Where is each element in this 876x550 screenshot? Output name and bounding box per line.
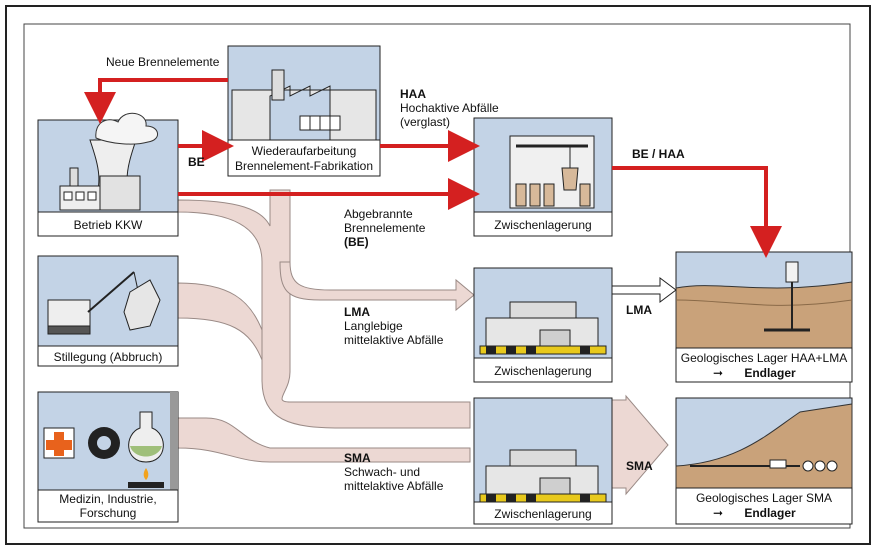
arrow-neue-brennelemente	[84, 78, 228, 124]
zwischen-haa-label: Zwischenlagerung	[494, 218, 591, 232]
zwischen-sma-label: Zwischenlagerung	[494, 507, 591, 521]
abgebrannte-label-2: Brennelemente	[344, 221, 426, 235]
crane-grab-icon	[561, 167, 579, 191]
lma-label-2: mittelaktive Abfälle	[344, 333, 444, 347]
medizin-label-2: Forschung	[80, 506, 137, 520]
be-haa-label: BE / HAA	[632, 147, 685, 161]
stilllegung-box: Stillegung (Abbruch)	[37, 255, 179, 367]
lager-haa-label-1: Geologisches Lager HAA+LMA	[681, 351, 847, 365]
lager-haa-label-2: Endlager	[744, 366, 796, 380]
waste-flow-bands	[177, 189, 669, 496]
zwischen-lma-label: Zwischenlagerung	[494, 364, 591, 378]
excavator-icon	[47, 299, 91, 327]
geologisches-lager-sma-box: Geologisches Lager SMA ➞ Endlager	[675, 397, 853, 525]
lma-title: LMA	[344, 305, 370, 319]
geology-ground-icon	[675, 281, 853, 349]
abgebrannte-label-3: (BE)	[344, 235, 369, 249]
sma-label-1: Schwach- und	[344, 465, 420, 479]
zwischenlagerung-haa-box: Zwischenlagerung	[473, 117, 613, 237]
wiederaufarbeitung-label-1: Wiederaufarbeitung	[252, 144, 357, 158]
abgebrannte-label-1: Abgebrannte	[344, 207, 413, 221]
wiederaufarbeitung-box: Wiederaufarbeitung Brennelement-Fabrikat…	[227, 45, 381, 177]
lma-arrow	[611, 277, 677, 303]
arrow-icon: ➞	[713, 506, 723, 520]
arrow-be-haa	[612, 166, 782, 258]
betrieb-label: Betrieb KKW	[74, 218, 143, 232]
medizin-label-1: Medizin, Industrie,	[59, 492, 156, 506]
betrieb-kkw-box: Betrieb KKW	[37, 112, 179, 237]
haa-label-2: (verglast)	[400, 115, 450, 129]
lager-sma-label-1: Geologisches Lager SMA	[696, 491, 832, 505]
sma-arrow-label: SMA	[626, 459, 653, 473]
lager-sma-label-2: Endlager	[744, 506, 796, 520]
stilllegung-label: Stillegung (Abbruch)	[54, 350, 163, 364]
zwischenlagerung-sma-box: Zwischenlagerung	[473, 397, 613, 525]
sma-title: SMA	[344, 451, 371, 465]
neue-brennelemente-label: Neue Brennelemente	[106, 55, 220, 69]
red-arrows	[84, 78, 782, 258]
rubble-icon	[123, 279, 161, 331]
be-label: BE	[188, 155, 205, 169]
wiederaufarbeitung-label-2: Brennelement-Fabrikation	[235, 159, 373, 173]
arrow-icon: ➞	[713, 366, 723, 380]
lma-label-1: Langlebige	[344, 319, 403, 333]
geologisches-lager-haa-box: Geologisches Lager HAA+LMA ➞ Endlager	[675, 251, 853, 383]
zwischenlagerung-lma-box: Zwischenlagerung	[473, 267, 613, 383]
medical-cross-icon	[46, 432, 72, 456]
sma-label-2: mittelaktive Abfälle	[344, 479, 444, 493]
haa-label-1: Hochaktive Abfälle	[400, 101, 499, 115]
medizin-box: Medizin, Industrie, Forschung	[37, 391, 179, 523]
haa-title: HAA	[400, 87, 426, 101]
lma-arrow-label: LMA	[626, 303, 652, 317]
